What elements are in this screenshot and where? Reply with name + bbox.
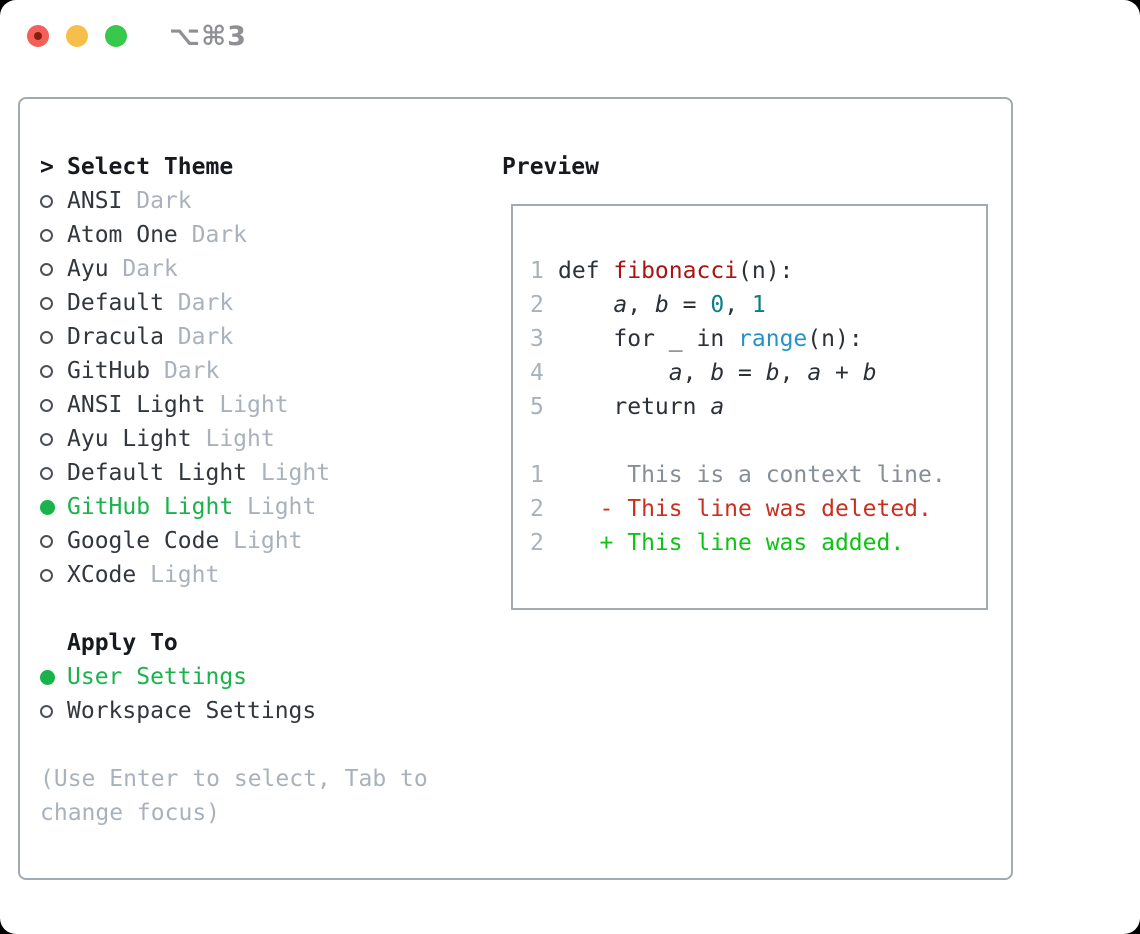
theme-option[interactable]: Google Code Light [40,524,480,558]
theme-variant: Light [233,494,317,520]
radio-icon [40,466,53,480]
line-number: 3 [530,326,544,352]
line-number: 4 [530,360,544,386]
line-number: 2 [530,292,544,318]
code-line: 2 a, b = 0, 1 [530,292,766,318]
theme-variant: Dark [177,222,248,248]
theme-option[interactable]: ANSI Dark [40,184,480,218]
apply-option-label: Workspace Settings [67,698,317,724]
theme-name: Google Code [67,528,220,554]
help-text: (Use Enter to select, Tab to change focu… [40,766,442,826]
theme-select-header-label: Select Theme [67,154,234,180]
line-number: 2 [530,530,544,556]
theme-option[interactable]: Default Dark [40,286,480,320]
focus-caret-icon: > [40,154,54,180]
theme-variant: Dark [163,290,234,316]
theme-option[interactable]: Dracula Dark [40,320,480,354]
apply-option[interactable]: User Settings [40,660,480,694]
apply-to-header-label: Apply To [67,630,178,656]
theme-name: Ayu [67,256,109,282]
theme-option[interactable]: Default Light Light [40,456,480,490]
minimize-button[interactable] [66,25,88,47]
theme-name: Default Light [67,460,248,486]
theme-option[interactable]: Ayu Dark [40,252,480,286]
radio-icon [40,534,53,548]
diff-sample: 1 This is a context line. 2 - This line w… [530,458,986,560]
code-line: 4 a, b = b, a + b [530,360,877,386]
radio-icon [40,398,53,412]
zoom-button[interactable] [105,25,127,47]
line-number: 5 [530,394,544,420]
code-line: 3 for _ in range(n): [530,326,863,352]
theme-option[interactable]: GitHub Light Light [40,490,480,524]
theme-name: Ayu Light [67,426,192,452]
radio-icon [40,296,53,310]
line-number: 2 [530,496,544,522]
theme-variant: Dark [108,256,178,282]
theme-select-header: > Select Theme [40,150,480,184]
radio-icon [40,568,53,582]
theme-variant: Dark [150,358,220,384]
radio-selected-icon [40,669,55,685]
theme-option[interactable]: GitHub Dark [40,354,480,388]
theme-variant: Light [205,392,289,418]
diff-line-context: 1 This is a context line. [530,462,946,488]
apply-option-label: User Settings [67,664,248,690]
preview-header: Preview [502,154,599,180]
theme-variant: Dark [122,188,192,214]
window-title: ⌥⌘3 [169,20,247,52]
theme-variant: Dark [163,324,234,350]
code-line: 5 return a [530,394,725,420]
apply-to-header: Apply To [40,626,480,660]
theme-option[interactable]: Ayu Light Light [40,422,480,456]
radio-icon [40,330,53,344]
radio-icon [40,228,53,242]
theme-option[interactable]: XCode Light [40,558,480,592]
spacer [530,424,986,458]
theme-variant: Light [136,562,220,588]
theme-name: Dracula [67,324,164,350]
theme-variant: Light [247,460,331,486]
unsaved-dot-icon [34,32,42,40]
radio-icon [40,432,53,446]
theme-name: Atom One [67,222,178,248]
theme-name: Default [67,290,164,316]
line-number: 1 [530,258,544,284]
diff-line-deleted: 2 - This line was deleted. [530,496,932,522]
theme-name: GitHub [67,358,151,384]
radio-icon [40,364,53,378]
radio-selected-icon [40,499,55,515]
line-number: 1 [530,462,544,488]
theme-name: ANSI [67,188,123,214]
theme-name: ANSI Light [67,392,206,418]
spacer [40,592,480,626]
apply-option[interactable]: Workspace Settings [40,694,480,728]
theme-option[interactable]: Atom One Dark [40,218,480,252]
theme-variant: Light [219,528,303,554]
theme-name: GitHub Light [67,494,234,520]
diff-line-added: 2 + This line was added. [530,530,905,556]
traffic-lights [27,25,127,47]
theme-variant: Light [191,426,275,452]
theme-name: XCode [67,562,137,588]
radio-icon [40,262,53,276]
titlebar: ⌥⌘3 [0,0,1140,72]
radio-icon [40,704,53,718]
close-button[interactable] [27,25,49,47]
theme-option[interactable]: ANSI Light Light [40,388,480,422]
radio-icon [40,194,53,208]
